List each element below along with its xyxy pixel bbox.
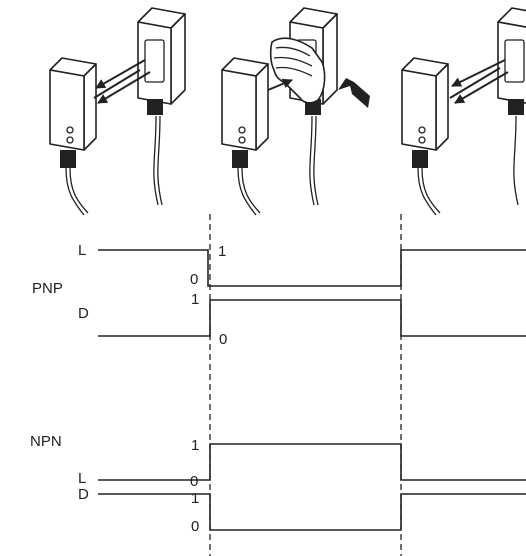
scene-3-beam-received bbox=[401, 7, 526, 216]
receiver-sensor-1 bbox=[137, 7, 186, 206]
receiver-sensor-2 bbox=[289, 7, 338, 206]
pnp-timing: PNP L 1 0 D 1 0 bbox=[32, 242, 526, 348]
emitter-sensor-3 bbox=[401, 57, 449, 216]
pnp-l-high-label: 1 bbox=[218, 243, 226, 260]
hand-icon bbox=[269, 37, 326, 104]
pnp-l-label: L bbox=[78, 242, 86, 259]
pnp-d-high-label: 1 bbox=[191, 291, 199, 308]
pnp-d-waveform bbox=[98, 299, 526, 337]
emitter-sensor-1 bbox=[49, 57, 97, 216]
pnp-label: PNP bbox=[32, 280, 63, 297]
npn-d-label: D bbox=[78, 486, 89, 503]
pnp-d-low-label: 0 bbox=[219, 331, 227, 348]
npn-d-waveform bbox=[98, 493, 526, 531]
npn-l-high-label: 1 bbox=[191, 437, 199, 454]
pnp-d-label: D bbox=[78, 305, 89, 322]
npn-l-label: L bbox=[78, 470, 86, 487]
scene-1-beam-received bbox=[49, 7, 186, 216]
emitter-sensor-2 bbox=[221, 57, 269, 216]
npn-l-waveform bbox=[98, 443, 526, 481]
scene-2-beam-interrupted bbox=[221, 7, 370, 216]
npn-timing: NPN 1 L 0 D 1 0 bbox=[30, 433, 526, 535]
receiver-sensor-3 bbox=[497, 7, 526, 206]
push-arrow-icon bbox=[338, 78, 370, 108]
pnp-l-low-label: 0 bbox=[190, 271, 198, 288]
npn-label: NPN bbox=[30, 433, 62, 450]
npn-l-low-label: 0 bbox=[190, 473, 198, 490]
pnp-l-waveform bbox=[98, 249, 526, 287]
npn-d-low-label: 0 bbox=[191, 518, 199, 535]
npn-d-high-label: 1 bbox=[191, 490, 199, 507]
